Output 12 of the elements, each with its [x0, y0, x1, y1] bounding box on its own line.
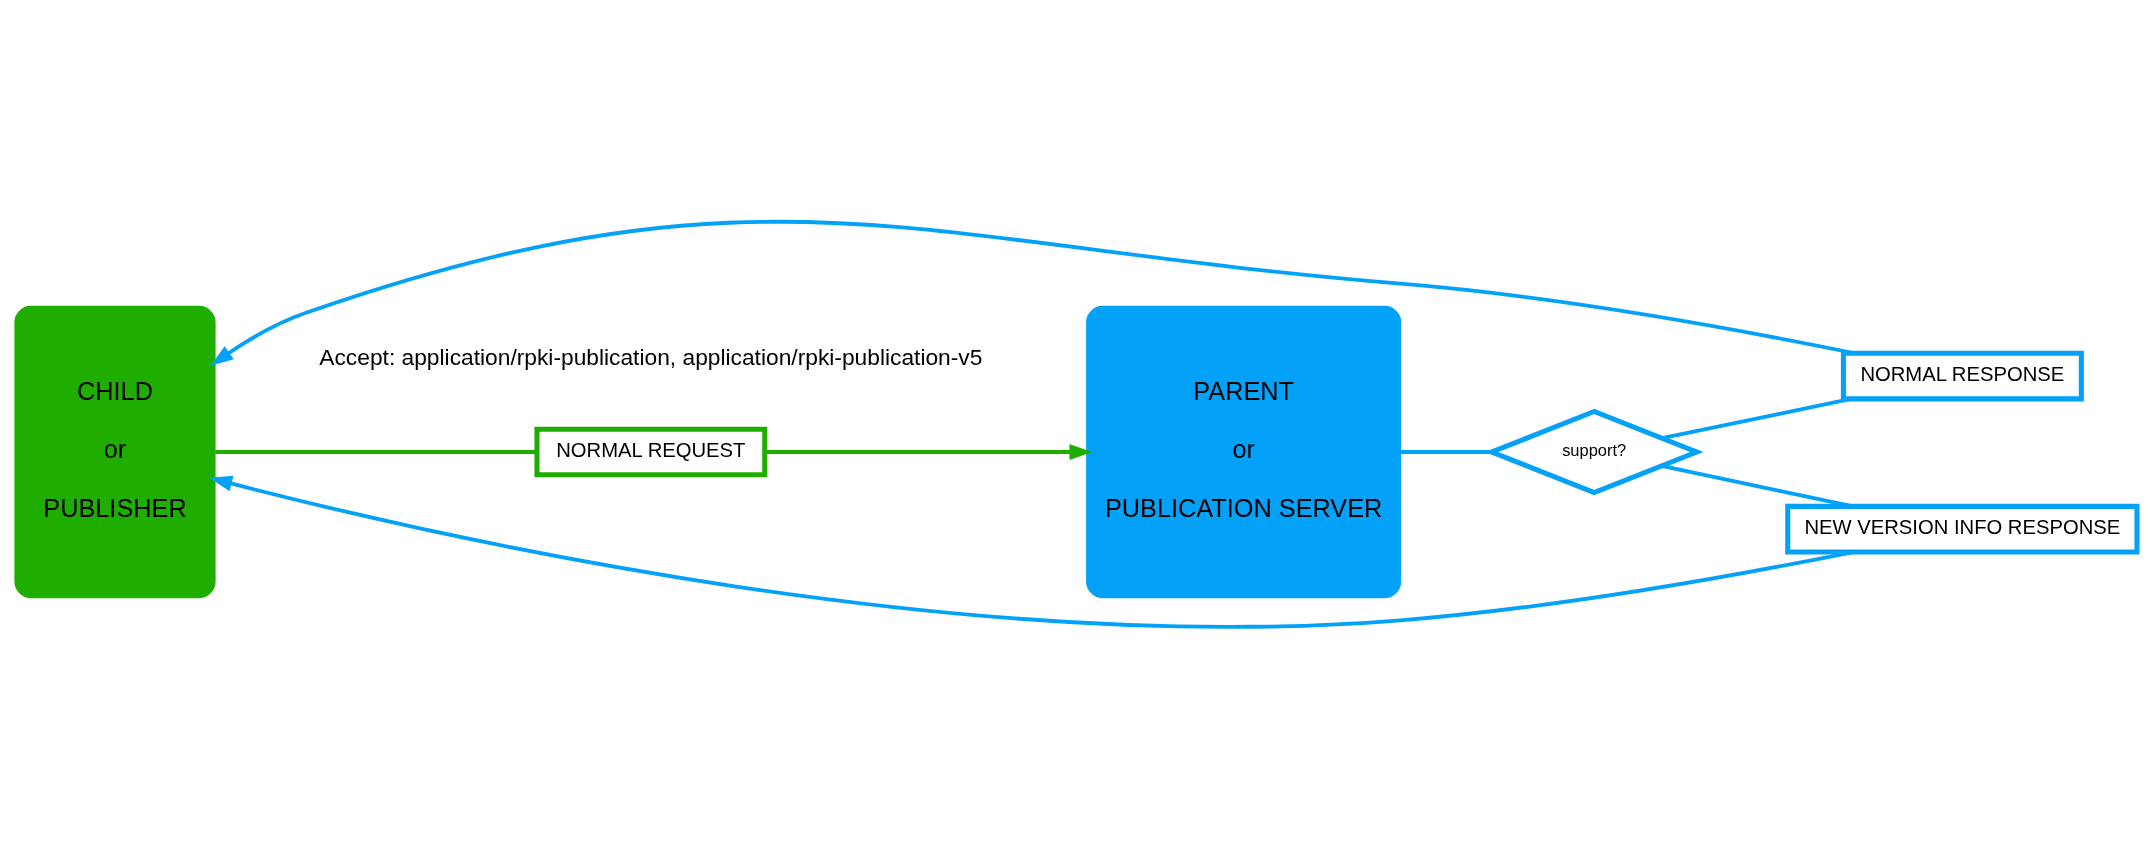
node-box: NEW VERSION INFO RESPONSE	[1785, 503, 2140, 555]
node-box: CHILD or PUBLISHER	[14, 305, 216, 599]
node-box: NORMAL RESPONSE	[1840, 350, 2084, 402]
node-box: PARENT or PUBLICATION SERVER	[1086, 305, 1402, 599]
label: Accept: application/rpki-publication, application/rpki-publication-v5	[319, 344, 983, 371]
connector	[1661, 397, 1852, 440]
arrow	[210, 219, 1856, 366]
arrow	[209, 475, 1854, 629]
connector	[1400, 450, 1492, 454]
node-box: NORMAL REQUEST	[534, 426, 768, 478]
connector	[215, 450, 537, 454]
arrow	[764, 444, 1093, 460]
